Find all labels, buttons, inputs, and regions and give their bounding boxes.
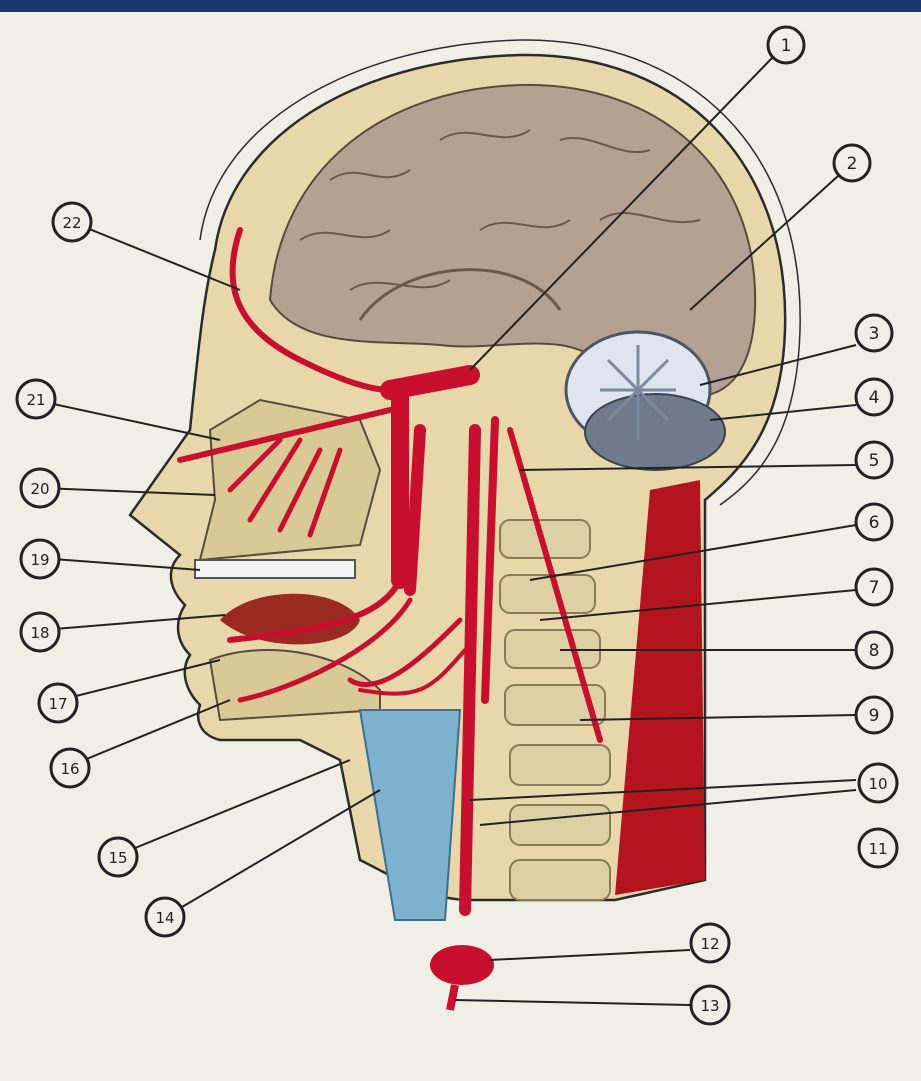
label-7: 7	[856, 569, 892, 605]
thyroid	[430, 945, 494, 985]
svg-text:1: 1	[781, 36, 792, 56]
label-10: 10	[859, 764, 897, 802]
svg-text:7: 7	[869, 578, 880, 598]
svg-text:4: 4	[869, 388, 880, 408]
svg-text:6: 6	[869, 513, 880, 533]
label-18: 18	[21, 613, 59, 651]
svg-text:12: 12	[700, 935, 719, 953]
artery-stub	[450, 985, 455, 1010]
svg-text:20: 20	[30, 480, 49, 498]
label-19: 19	[21, 540, 59, 578]
svg-text:11: 11	[868, 840, 887, 858]
svg-text:17: 17	[48, 695, 67, 713]
label-11: 11	[859, 829, 897, 867]
svg-text:22: 22	[62, 214, 81, 232]
svg-text:2: 2	[847, 154, 858, 174]
svg-text:3: 3	[869, 324, 880, 344]
top-bar	[0, 0, 921, 12]
label-16: 16	[51, 749, 89, 787]
svg-text:14: 14	[155, 909, 174, 927]
label-17: 17	[39, 684, 77, 722]
label-12: 12	[691, 924, 729, 962]
label-3: 3	[856, 315, 892, 351]
label-1: 1	[768, 27, 804, 63]
label-13: 13	[691, 986, 729, 1024]
label-2: 2	[834, 145, 870, 181]
label-15: 15	[99, 838, 137, 876]
svg-text:5: 5	[869, 451, 880, 471]
label-9: 9	[856, 697, 892, 733]
svg-text:15: 15	[108, 849, 127, 867]
label-21: 21	[17, 380, 55, 418]
label-5: 5	[856, 442, 892, 478]
svg-text:9: 9	[869, 706, 880, 726]
label-4: 4	[856, 379, 892, 415]
svg-text:8: 8	[869, 641, 880, 661]
label-6: 6	[856, 504, 892, 540]
svg-text:21: 21	[26, 391, 45, 409]
svg-text:10: 10	[868, 775, 887, 793]
svg-text:18: 18	[30, 624, 49, 642]
label-20: 20	[21, 469, 59, 507]
svg-text:19: 19	[30, 551, 49, 569]
upper-teeth	[195, 560, 355, 578]
label-14: 14	[146, 898, 184, 936]
svg-text:16: 16	[60, 760, 79, 778]
svg-text:13: 13	[700, 997, 719, 1015]
label-22: 22	[53, 203, 91, 241]
label-8: 8	[856, 632, 892, 668]
facial-bones	[200, 400, 380, 560]
